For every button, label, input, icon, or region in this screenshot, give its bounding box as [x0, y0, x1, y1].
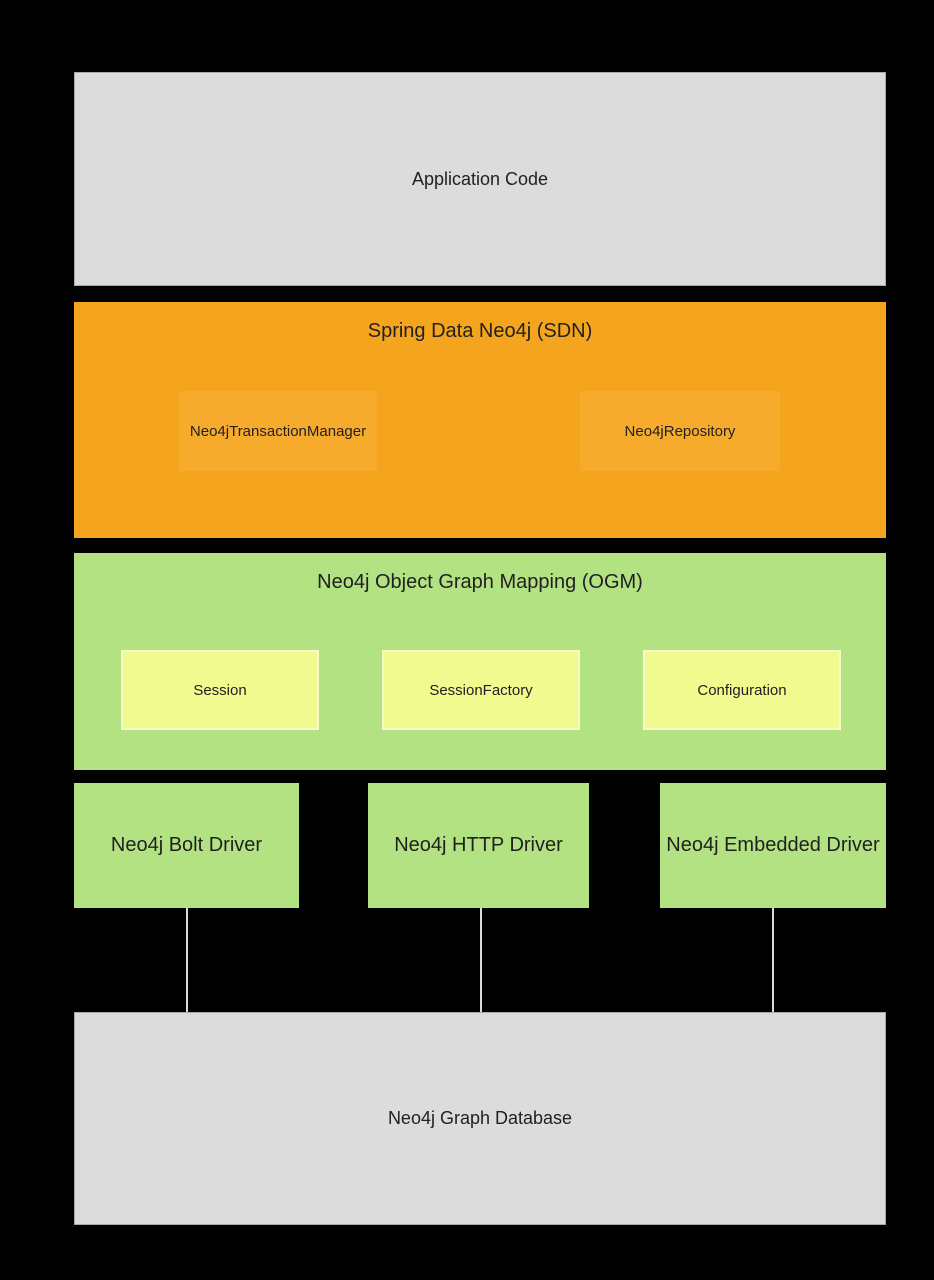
- neo4j-http-driver-label: Neo4j HTTP Driver: [394, 834, 563, 856]
- neo4j-ogm-layer: Neo4j Object Graph Mapping (OGM) Session…: [74, 553, 886, 770]
- sdn-layer-title: Spring Data Neo4j (SDN): [367, 320, 593, 342]
- neo4j-transaction-manager-box: Neo4jTransactionManager: [179, 391, 377, 471]
- session-factory-box: SessionFactory: [382, 650, 580, 730]
- neo4j-http-driver-box: Neo4j HTTP Driver: [368, 783, 589, 908]
- neo4j-bolt-driver-label: Neo4j Bolt Driver: [110, 834, 263, 856]
- session-box: Session: [121, 650, 319, 730]
- session-factory-label: SessionFactory: [429, 681, 533, 699]
- neo4j-repository-label: Neo4jRepository: [624, 422, 736, 440]
- application-code-layer: Application Code: [74, 72, 886, 286]
- neo4j-graph-database-layer: Neo4j Graph Database: [74, 1012, 886, 1225]
- configuration-box: Configuration: [643, 650, 841, 730]
- configuration-label: Configuration: [697, 681, 787, 699]
- neo4j-embedded-driver-box: Neo4j Embedded Driver: [660, 783, 886, 908]
- spring-data-neo4j-layer: Spring Data Neo4j (SDN) Neo4jTransaction…: [74, 302, 886, 538]
- application-code-label: Application Code: [411, 168, 549, 189]
- embedded-driver-connector-line: [772, 908, 774, 1012]
- neo4j-transaction-manager-label: Neo4jTransactionManager: [189, 422, 367, 440]
- neo4j-embedded-driver-label: Neo4j Embedded Driver: [666, 834, 880, 856]
- neo4j-graph-database-label: Neo4j Graph Database: [387, 1108, 573, 1128]
- bolt-driver-connector-line: [186, 908, 188, 1012]
- neo4j-repository-box: Neo4jRepository: [580, 391, 780, 471]
- session-label: Session: [193, 681, 247, 699]
- neo4j-bolt-driver-box: Neo4j Bolt Driver: [74, 783, 299, 908]
- ogm-layer-title: Neo4j Object Graph Mapping (OGM): [317, 571, 643, 593]
- http-driver-connector-line: [480, 908, 482, 1012]
